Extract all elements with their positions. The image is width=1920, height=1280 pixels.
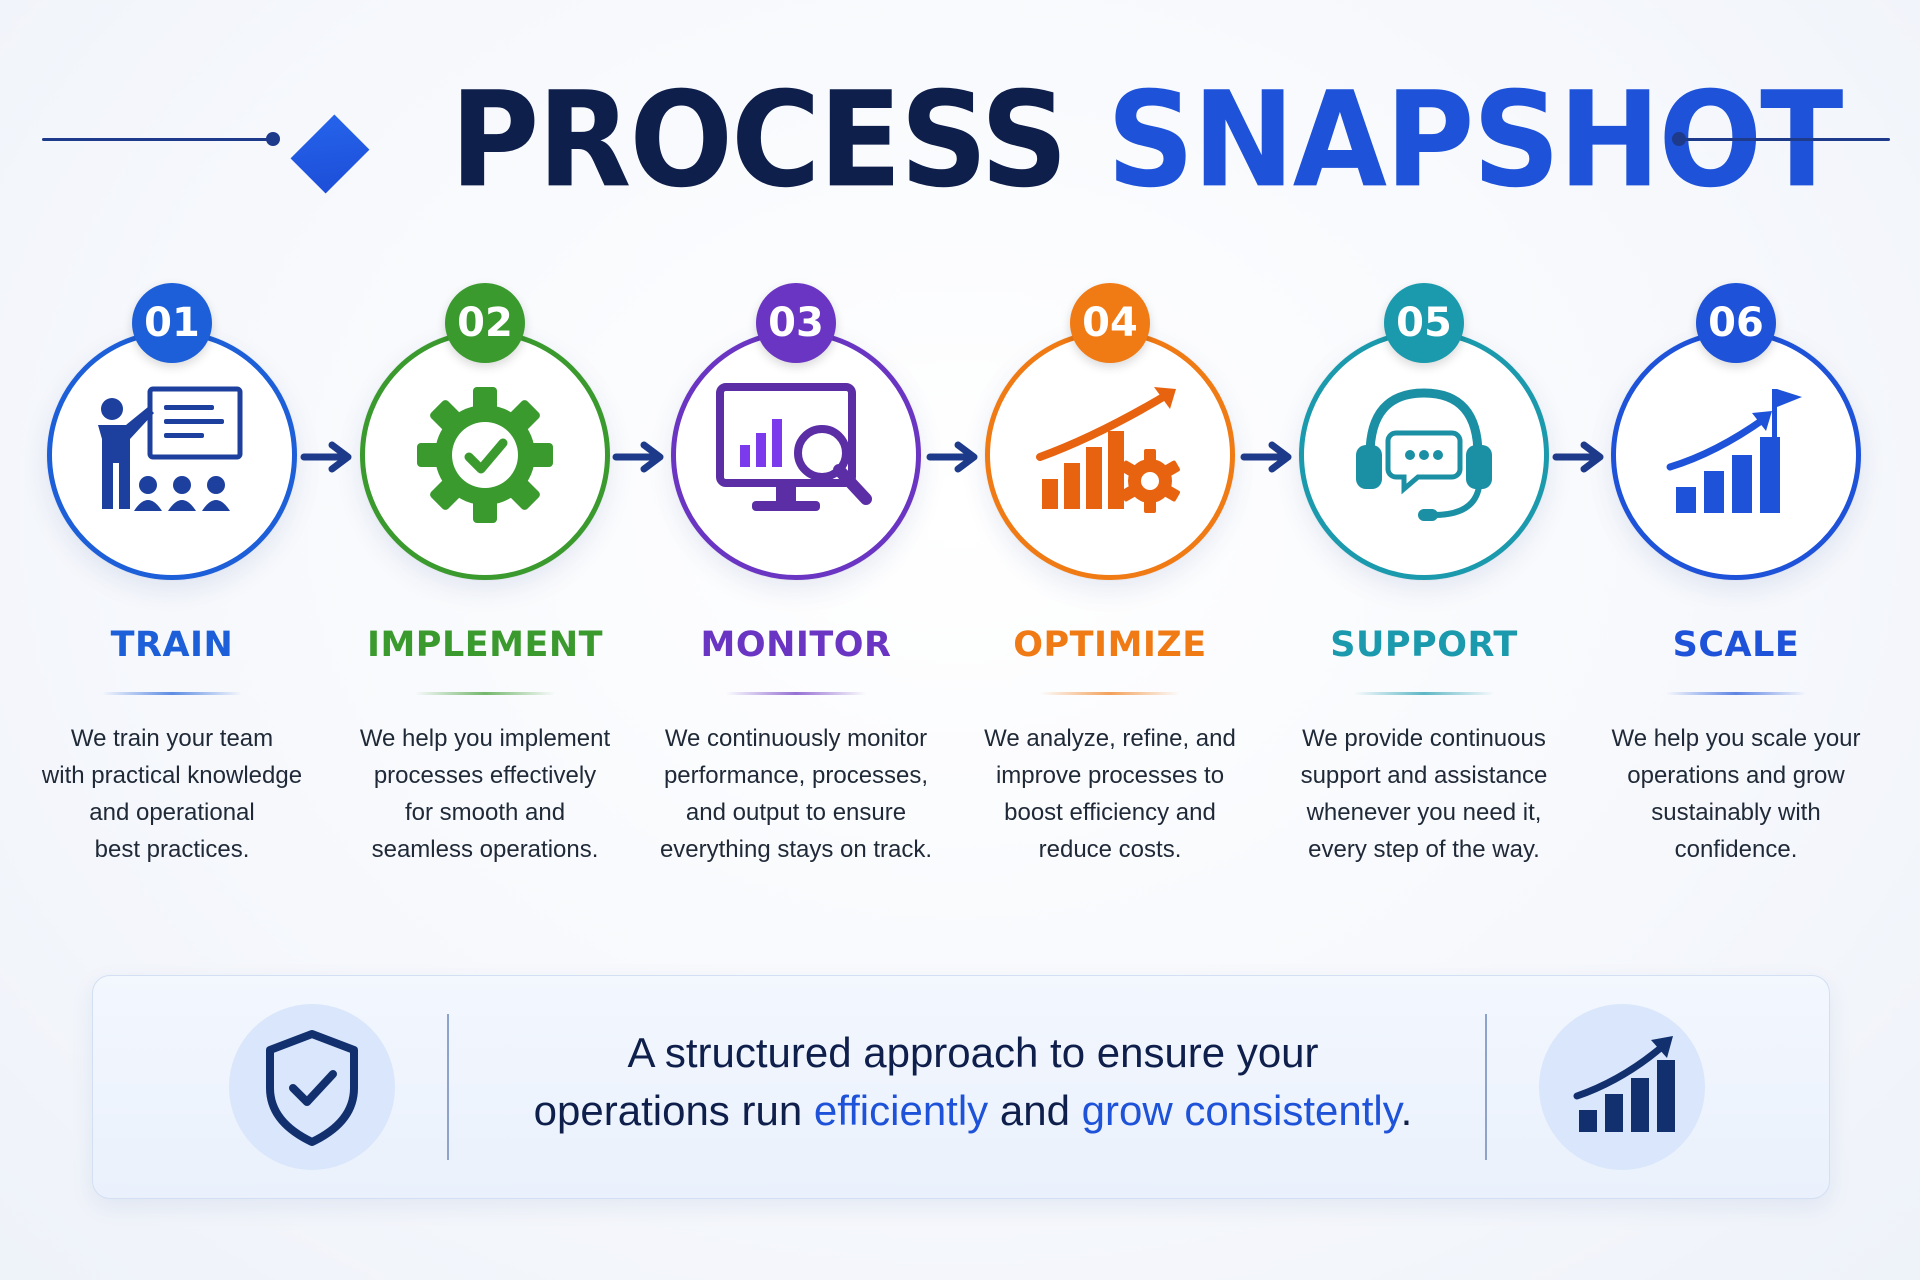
step-description: We analyze, refine, and improve processe… bbox=[960, 720, 1260, 868]
step-description: We provide continuous support and assist… bbox=[1274, 720, 1574, 868]
desc-line: and operational bbox=[89, 799, 255, 826]
desc-line: performance, processes, bbox=[663, 762, 929, 789]
process-steps: 01 TRAIN We train your team with practic… bbox=[0, 280, 1920, 900]
banner-message: A structured approach to ensure your ope… bbox=[473, 1024, 1473, 1140]
arrow-right-icon bbox=[612, 441, 664, 473]
growth-gear-icon bbox=[1036, 387, 1180, 513]
desc-line: improve processes to bbox=[995, 762, 1225, 789]
desc-line: for smooth and bbox=[404, 799, 566, 826]
title-part-1: PROCESS bbox=[450, 63, 1068, 217]
shield-check-icon bbox=[266, 1030, 358, 1146]
step-description: We train your team with practical knowle… bbox=[22, 720, 322, 868]
trainer-presentation-icon bbox=[98, 386, 243, 511]
step-underline bbox=[102, 692, 242, 695]
page-title-row: PROCESS SNAPSHOT bbox=[0, 64, 1920, 216]
growth-chart-icon bbox=[1573, 1036, 1675, 1132]
step-optimize: 04 OPTIMIZE bbox=[960, 280, 1260, 900]
banner-line-2: operations run efficiently and grow cons… bbox=[473, 1082, 1473, 1140]
desc-line: We analyze, refine, and bbox=[984, 725, 1236, 752]
gear-check-icon bbox=[417, 387, 553, 523]
title-line-right bbox=[1680, 138, 1890, 141]
step-title: SUPPORT bbox=[1330, 625, 1518, 665]
banner-highlight: efficiently bbox=[813, 1087, 989, 1134]
desc-line: boost efficiency and bbox=[1004, 799, 1216, 826]
step-implement: 02 IMPLEMENT We help bbox=[335, 280, 635, 900]
desc-line: seamless operations. bbox=[371, 836, 599, 863]
banner-highlight: grow consistently bbox=[1081, 1087, 1401, 1134]
step-title: OPTIMIZE bbox=[1013, 625, 1207, 665]
step-number-badge: 04 bbox=[1070, 283, 1150, 363]
step-number-badge: 05 bbox=[1384, 283, 1464, 363]
banner-text-segment: operations run bbox=[533, 1087, 814, 1134]
desc-line: whenever you need it, bbox=[1306, 799, 1542, 826]
title-line-left bbox=[42, 138, 272, 141]
step-description: We help you implement processes effectiv… bbox=[335, 720, 635, 868]
desc-line: We help you implement bbox=[359, 725, 611, 752]
step-description: We continuously monitor performance, pro… bbox=[646, 720, 946, 868]
step-support: 05 SUPPORT We provide continuous support… bbox=[1274, 280, 1574, 900]
banner-divider-left bbox=[447, 1014, 449, 1160]
desc-line: We help you scale your bbox=[1611, 725, 1861, 752]
desc-line: sustainably with bbox=[1651, 799, 1821, 826]
desc-line: We provide continuous bbox=[1302, 725, 1546, 752]
desc-line: reduce costs. bbox=[1038, 836, 1182, 863]
step-title: IMPLEMENT bbox=[366, 625, 604, 665]
banner-icon-right bbox=[1539, 1004, 1705, 1170]
desc-line: support and assistance bbox=[1300, 762, 1548, 789]
summary-banner: A structured approach to ensure your ope… bbox=[92, 975, 1830, 1199]
desc-line: operations and grow bbox=[1627, 762, 1845, 789]
step-scale: 06 SCALE We help you scale your operatio… bbox=[1586, 280, 1886, 900]
monitor-magnifier-icon bbox=[716, 383, 872, 511]
step-underline bbox=[726, 692, 866, 695]
step-underline bbox=[1354, 692, 1494, 695]
desc-line: confidence. bbox=[1674, 836, 1798, 863]
desc-line: We continuously monitor bbox=[664, 725, 928, 752]
step-number-badge: 02 bbox=[445, 283, 525, 363]
step-title: SCALE bbox=[1672, 625, 1800, 665]
title-dot-left bbox=[266, 132, 280, 146]
arrow-right-icon bbox=[1552, 441, 1604, 473]
desc-line: with practical knowledge bbox=[41, 762, 303, 789]
desc-line: and output to ensure bbox=[685, 799, 907, 826]
arrow-right-icon bbox=[926, 441, 978, 473]
desc-line: processes effectively bbox=[373, 762, 597, 789]
step-number-badge: 06 bbox=[1696, 283, 1776, 363]
desc-line: every step of the way. bbox=[1308, 836, 1540, 863]
title-dot-right bbox=[1672, 132, 1686, 146]
banner-divider-right bbox=[1485, 1014, 1487, 1160]
step-monitor: 03 MONITOR We continuously monitor perfo… bbox=[646, 280, 946, 900]
step-number-badge: 03 bbox=[756, 283, 836, 363]
step-underline bbox=[1666, 692, 1806, 695]
desc-line: We train your team bbox=[70, 725, 274, 752]
page-title: PROCESS SNAPSHOT bbox=[450, 63, 1843, 217]
step-title: TRAIN bbox=[110, 625, 234, 665]
step-description: We help you scale your operations and gr… bbox=[1586, 720, 1886, 868]
step-title: MONITOR bbox=[700, 625, 892, 665]
banner-line-1: A structured approach to ensure your bbox=[627, 1029, 1319, 1076]
step-train: 01 TRAIN We train your team with practic… bbox=[22, 280, 322, 900]
step-number-badge: 01 bbox=[132, 283, 212, 363]
arrow-right-icon bbox=[1240, 441, 1292, 473]
arrow-right-icon bbox=[300, 441, 352, 473]
step-underline bbox=[1040, 692, 1180, 695]
desc-line: best practices. bbox=[94, 836, 250, 863]
banner-icon-left bbox=[229, 1004, 395, 1170]
banner-text-segment: and bbox=[988, 1087, 1082, 1134]
growth-flag-icon bbox=[1666, 389, 1802, 513]
headset-chat-icon bbox=[1356, 388, 1492, 521]
banner-text-segment: . bbox=[1400, 1087, 1413, 1134]
diamond-icon bbox=[290, 114, 370, 194]
step-underline bbox=[415, 692, 555, 695]
desc-line: everything stays on track. bbox=[659, 836, 933, 863]
